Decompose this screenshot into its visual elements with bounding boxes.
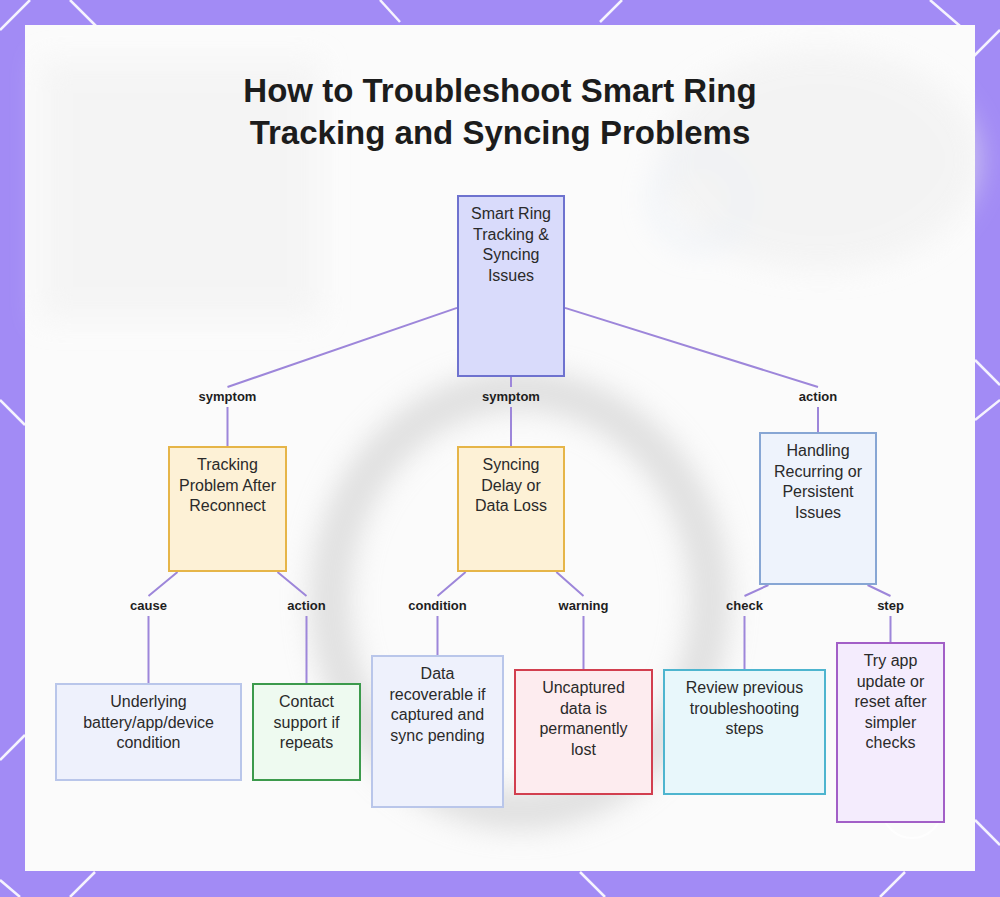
root-box: Smart Ring Tracking & Syncing Issues [457, 195, 565, 377]
connector-line [510, 377, 512, 446]
edge-label: warning [559, 598, 609, 614]
edge-label: action [799, 389, 837, 405]
node-text: Smart Ring Tracking & Syncing Issues [468, 204, 554, 286]
connector-line [438, 572, 466, 655]
connector-line [745, 585, 769, 669]
node-text: Handling Recurring or Persistent Issues [770, 441, 866, 523]
node-text: Syncing Delay or Data Loss [468, 455, 554, 517]
action-box: Contact support if repeats [252, 683, 361, 781]
edge-label: cause [130, 598, 167, 614]
connector-line [565, 308, 818, 432]
node-text: Underlying battery/app/device condition [66, 692, 231, 754]
condition-box: Data recoverable if captured and sync pe… [371, 655, 504, 808]
edge-label: condition [408, 598, 467, 614]
step-box: Try app update or reset after simpler ch… [836, 642, 945, 823]
symptom-box: Tracking Problem After Reconnect [168, 446, 287, 572]
check-box: Review previous troubleshooting steps [663, 669, 826, 795]
connector-line [556, 572, 583, 669]
action-box: Handling Recurring or Persistent Issues [759, 432, 877, 585]
edge-label: symptom [482, 389, 540, 405]
connector-line [149, 572, 178, 683]
edge-label: symptom [199, 389, 257, 405]
connector-line [228, 308, 458, 446]
node-text: Tracking Problem After Reconnect [179, 455, 276, 517]
diagram-title: How to Troubleshoot Smart Ring Tracking … [200, 70, 800, 154]
node-text: Contact support if repeats [263, 692, 350, 754]
connector-line [277, 572, 306, 683]
warning-box: Uncaptured data is permanently lost [514, 669, 653, 795]
edge-label: step [877, 598, 904, 614]
node-text: Review previous troubleshooting steps [674, 678, 815, 740]
edge-label: action [287, 598, 325, 614]
cause-box: Underlying battery/app/device condition [55, 683, 242, 781]
node-text: Uncaptured data is permanently lost [525, 678, 642, 760]
edge-label: check [726, 598, 763, 614]
connector-line [868, 585, 891, 642]
symptom-box: Syncing Delay or Data Loss [457, 446, 565, 572]
node-text: Data recoverable if captured and sync pe… [382, 664, 493, 746]
node-text: Try app update or reset after simpler ch… [847, 651, 934, 754]
